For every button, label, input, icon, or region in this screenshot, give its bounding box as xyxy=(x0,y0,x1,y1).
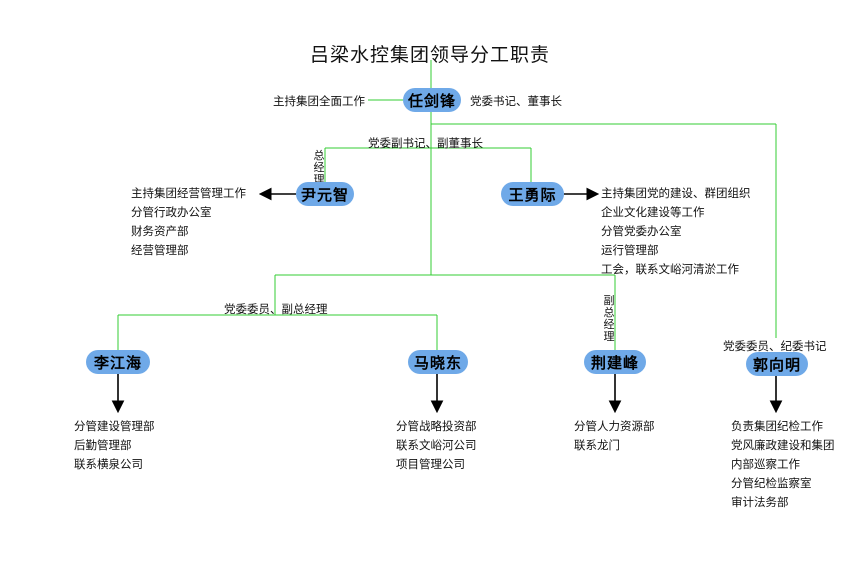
list-item: 负责集团纪检工作 xyxy=(731,419,823,433)
node-yin-yuanzhi: 尹元智 xyxy=(296,182,354,206)
list-item: 联系文峪河公司 xyxy=(396,438,477,452)
jing-duty-list: 分管人力资源部 联系龙门 xyxy=(574,417,655,455)
yin-duty-list: 主持集团经营管理工作 分管行政办公室 财务资产部 经营管理部 xyxy=(131,184,246,260)
node-wang-yongji: 王勇际 xyxy=(501,182,564,206)
jing-side-label: 副总经理 xyxy=(603,294,615,343)
list-item: 审计法务部 xyxy=(731,495,789,509)
guo-caption: 党委委员、纪委书记 xyxy=(723,339,827,353)
node-li-jianghai: 李江海 xyxy=(86,350,150,374)
list-item: 党风廉政建设和集团 xyxy=(731,438,835,452)
list-item: 后勤管理部 xyxy=(74,438,132,452)
top-left-duty: 主持集团全面工作 xyxy=(273,94,365,108)
list-item: 联系横泉公司 xyxy=(74,457,143,471)
node-ma-xiaodong: 马晓东 xyxy=(408,350,468,374)
list-item: 项目管理公司 xyxy=(396,457,465,471)
list-item: 企业文化建设等工作 xyxy=(601,205,705,219)
list-item: 分管纪检监察室 xyxy=(731,476,812,490)
list-item: 主持集团党的建设、群团组织 xyxy=(601,186,751,200)
list-item: 分管行政办公室 xyxy=(131,205,212,219)
yin-side-label: 总经理 xyxy=(313,149,325,186)
list-item: 运行管理部 xyxy=(601,243,659,257)
chart-title: 吕梁水控集团领导分工职责 xyxy=(310,44,551,66)
list-item: 联系龙门 xyxy=(574,438,620,452)
list-item: 分管战略投资部 xyxy=(396,419,477,433)
ma-duty-list: 分管战略投资部 联系文峪河公司 项目管理公司 xyxy=(396,417,477,474)
list-item: 经营管理部 xyxy=(131,243,189,257)
list-item: 工会，联系文峪河清淤工作 xyxy=(601,262,739,276)
deputy-caption: 党委副书记、副董事长 xyxy=(368,136,483,150)
list-item: 分管建设管理部 xyxy=(74,419,155,433)
guo-duty-list: 负责集团纪检工作 党风廉政建设和集团 内部巡察工作 分管纪检监察室 审计法务部 xyxy=(731,417,835,512)
members-caption: 党委委员、副总经理 xyxy=(224,302,328,316)
list-item: 分管人力资源部 xyxy=(574,419,655,433)
node-ren-jianfeng: 任剑锋 xyxy=(403,88,461,112)
list-item: 主持集团经营管理工作 xyxy=(131,186,246,200)
list-item: 分管党委办公室 xyxy=(601,224,682,238)
list-item: 财务资产部 xyxy=(131,224,189,238)
list-item: 内部巡察工作 xyxy=(731,457,800,471)
node-guo-xiangming: 郭向明 xyxy=(746,352,808,376)
top-right-title: 党委书记、董事长 xyxy=(470,94,562,108)
li-duty-list: 分管建设管理部 后勤管理部 联系横泉公司 xyxy=(74,417,155,474)
node-jing-jianfeng: 荆建峰 xyxy=(584,350,646,374)
wang-duty-list: 主持集团党的建设、群团组织 企业文化建设等工作 分管党委办公室 运行管理部 工会… xyxy=(601,184,751,279)
